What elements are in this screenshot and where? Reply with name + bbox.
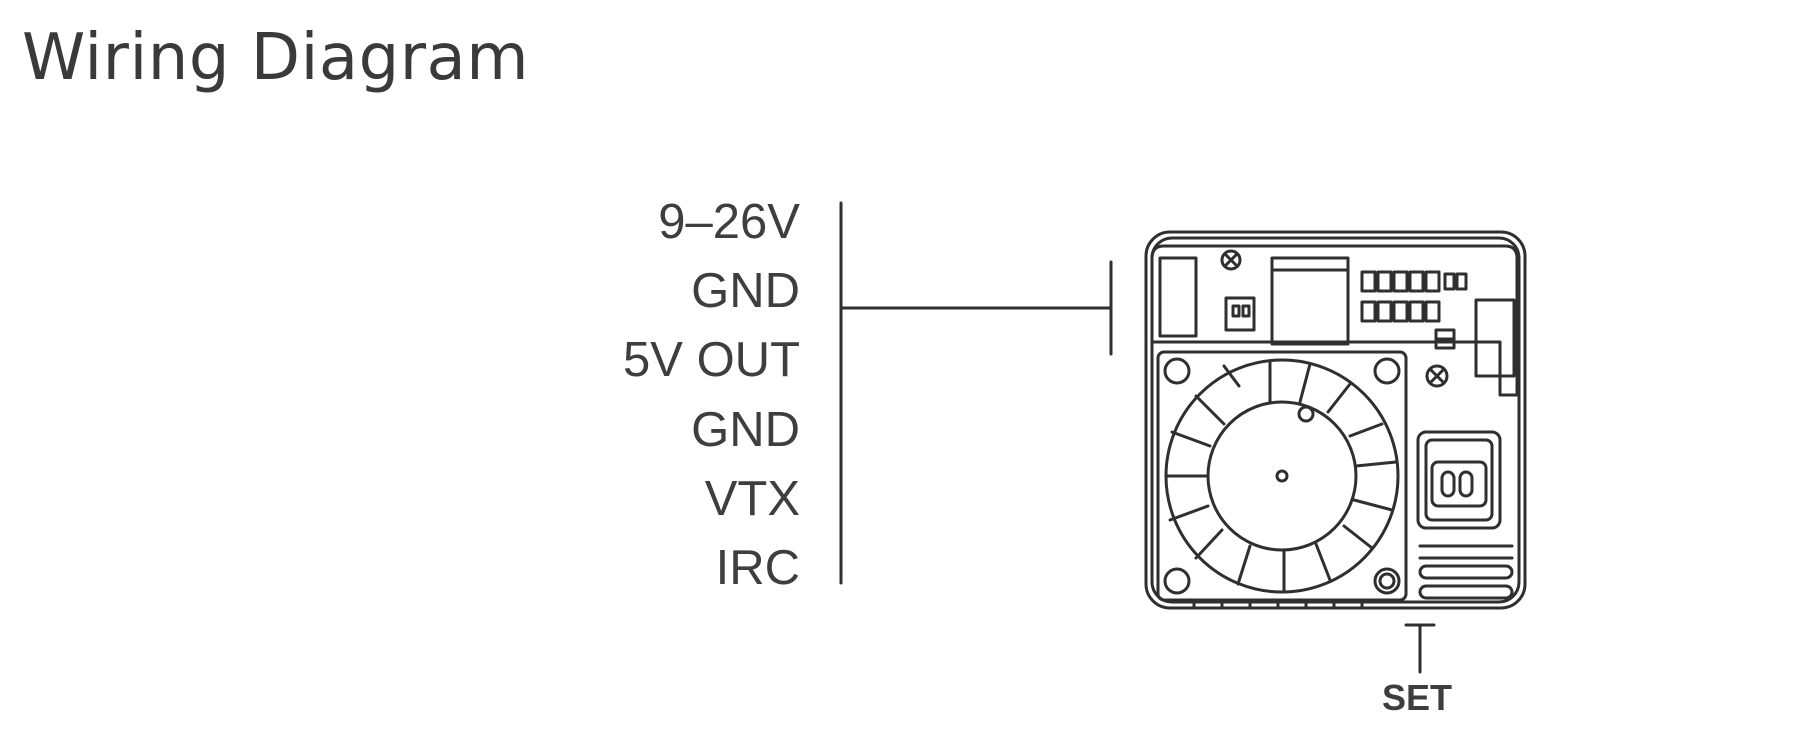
side-vents — [1418, 544, 1514, 600]
pin-label-gnd-2: GND — [691, 403, 800, 457]
bottom-vents — [1168, 598, 1402, 608]
pin-label-5v-out: 5V OUT — [623, 333, 800, 387]
set-button-label: SET — [1382, 677, 1453, 718]
pin-label-gnd-1: GND — [691, 264, 800, 318]
page-title: Wiring Diagram — [22, 21, 530, 95]
pin-label-power: 9–26V — [658, 195, 800, 249]
cooling-fan — [1156, 350, 1408, 602]
pin-label-vtx: VTX — [704, 472, 800, 526]
status-display — [1416, 430, 1502, 530]
pcb-board — [1150, 244, 1519, 397]
pin-label-irc: IRC — [715, 541, 800, 595]
